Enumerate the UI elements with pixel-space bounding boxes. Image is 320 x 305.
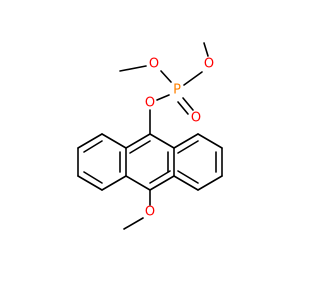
oxygen-label-left: O (149, 57, 159, 72)
bonds (77, 42, 223, 230)
bond-methyl-o-left (119, 65, 147, 72)
bond-methyl-o-right (203, 42, 209, 57)
bond-c4-c4a (101, 175, 127, 191)
bond-c5-c10a-inner (177, 170, 199, 184)
bond-c3-c4 (77, 175, 103, 191)
oxygen-label-right: O (204, 57, 214, 72)
bond-c1-c2-inner (83, 140, 103, 153)
bond-c5-c10a (173, 175, 199, 191)
bond-p-o-double-b (177, 101, 189, 115)
bond-c1-c2 (77, 133, 103, 149)
bond-c8a-c8 (173, 133, 199, 149)
bond-c6-c5 (197, 175, 223, 191)
oxygen-label-phosphoryl: O (191, 111, 201, 126)
bond-c10a-c10-inner (149, 170, 171, 184)
bond-c8a-c8-inner (177, 140, 199, 154)
bond-c8-c7 (197, 133, 223, 149)
oxygen-label-bottom: O (145, 205, 155, 220)
bond-c9-c8a (149, 133, 175, 149)
bond-c10a-c10 (149, 175, 175, 191)
bond-o-left-p (160, 70, 172, 83)
bond-c9a-c1 (101, 133, 127, 149)
bond-c4a-c10 (125, 175, 151, 191)
atom-labels: O O P O O O (145, 57, 214, 220)
bond-c9-c9a-inner (129, 140, 151, 154)
bond-o-right-p (183, 71, 203, 86)
molecule-canvas: O O P O O O (77, 42, 223, 230)
molecule-structure: O O P O O O (77, 42, 223, 230)
bond-o-bottom-methyl (123, 217, 144, 230)
bond-c9-c9a (125, 133, 151, 149)
bond-p-o-ester (156, 94, 170, 101)
bond-c3-c4-inner (83, 171, 103, 184)
phosphorus-label: P (173, 83, 181, 98)
bond-p-o-double-a (182, 97, 194, 111)
oxygen-label-ester: O (145, 96, 155, 111)
